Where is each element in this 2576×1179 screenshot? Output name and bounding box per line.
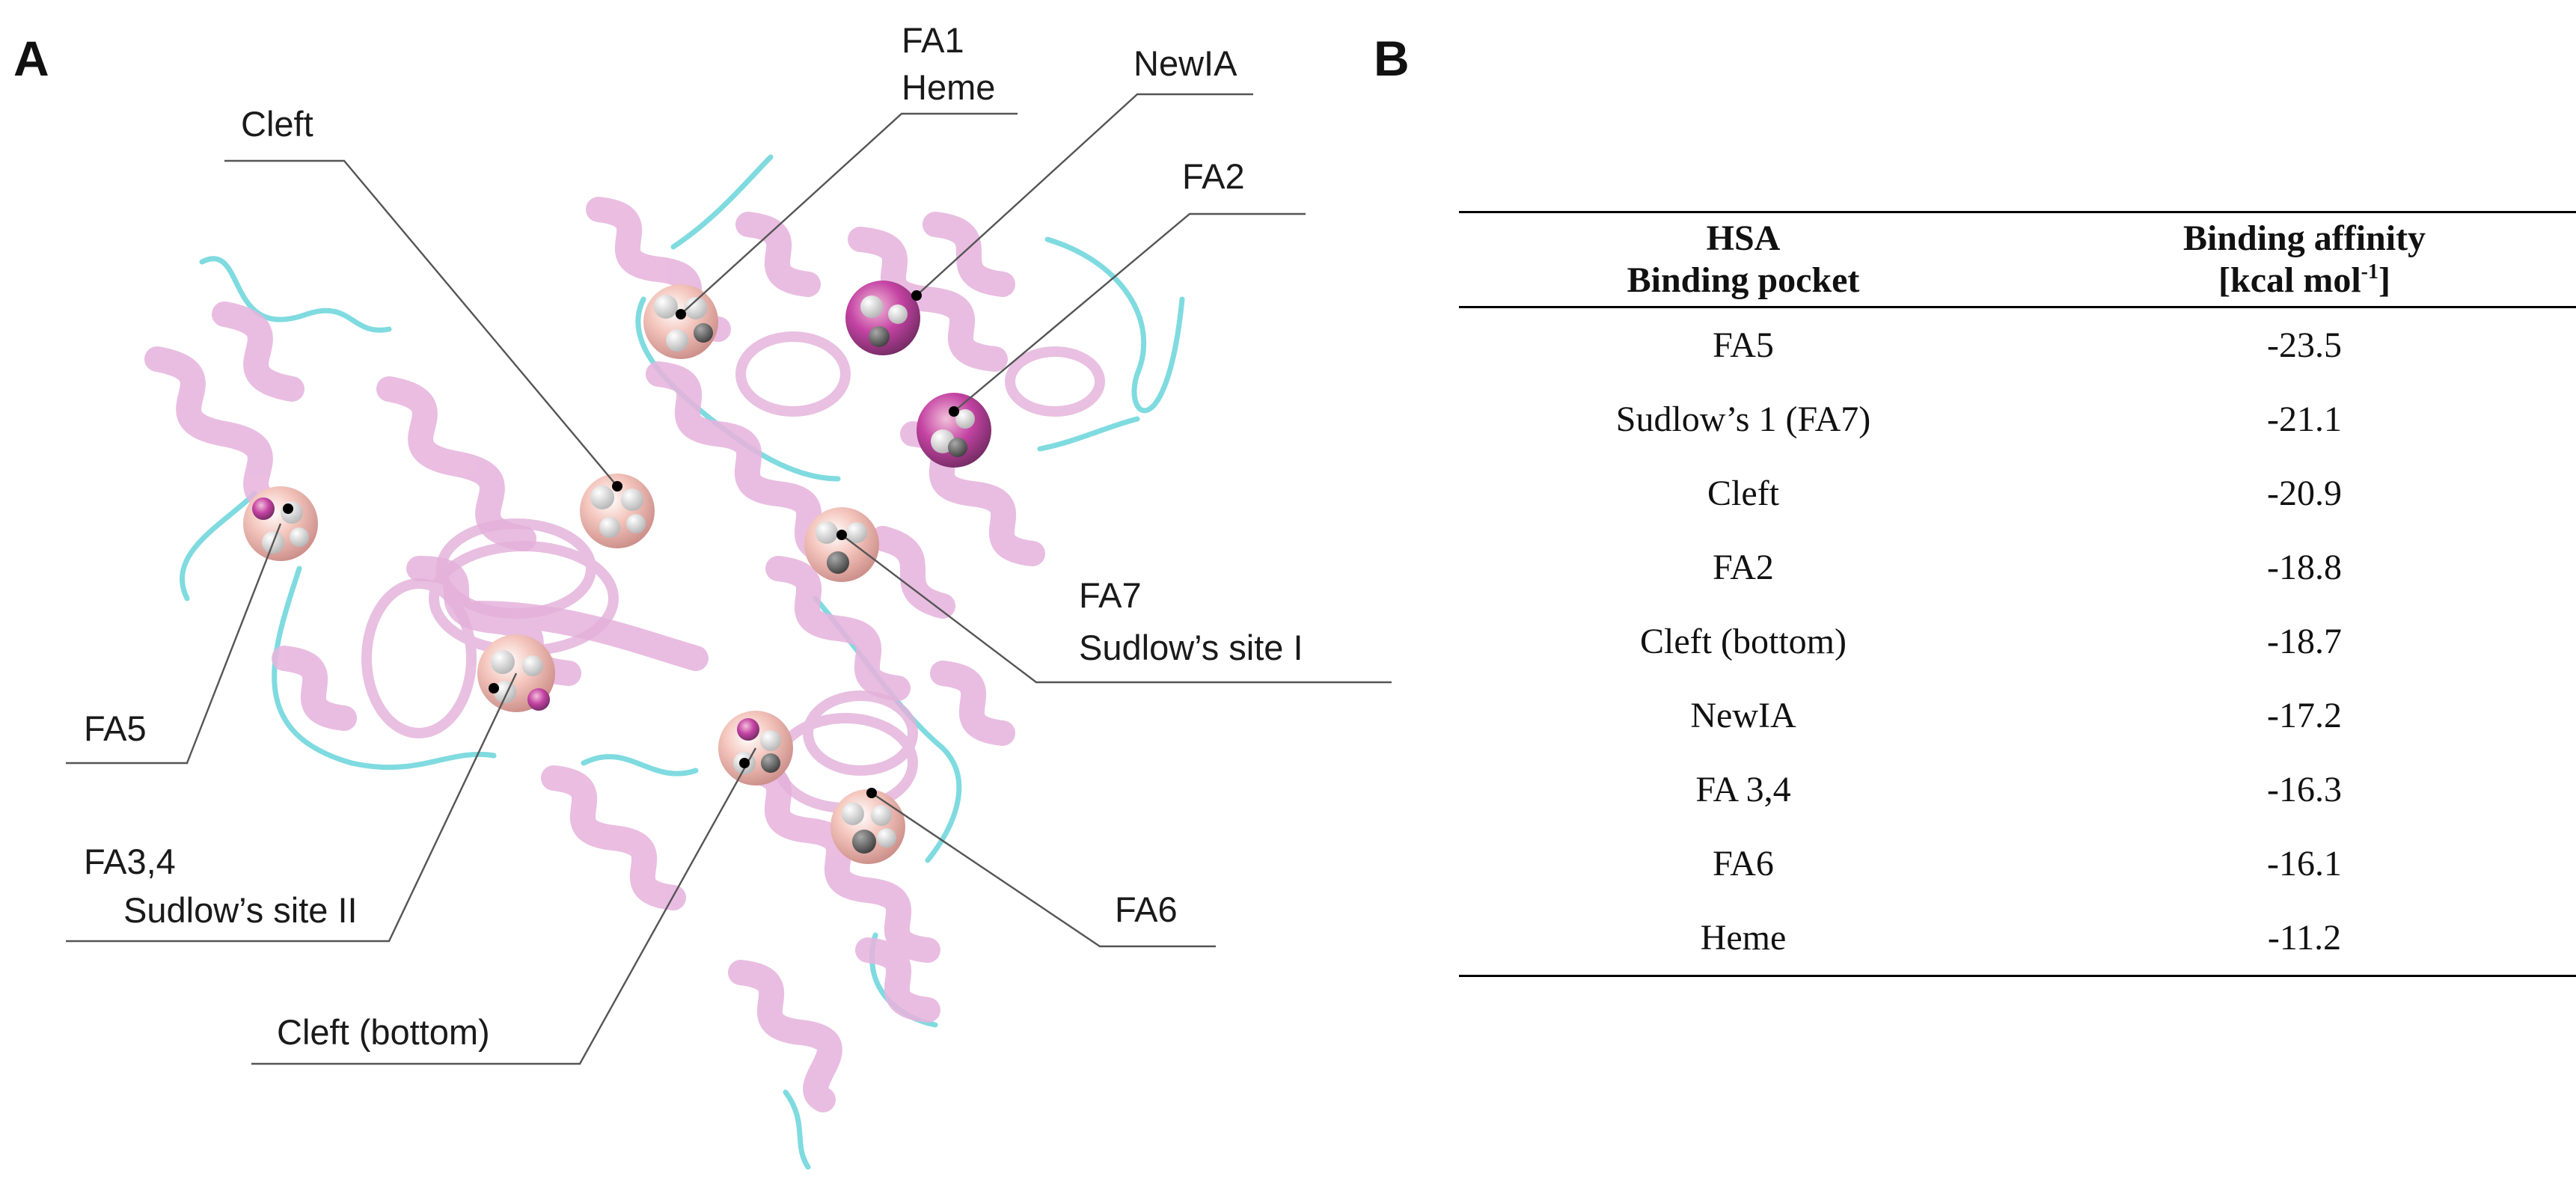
pocket-dot <box>949 406 959 417</box>
label-fa34: FA3,4 <box>84 842 176 881</box>
header-line: HSA <box>1706 218 1781 258</box>
label-heme: Heme <box>902 67 995 107</box>
pocket-dot <box>911 290 922 301</box>
pocket-fa2 <box>917 393 991 468</box>
table-row: FA5 -23.5 <box>1459 307 2576 383</box>
callout-labels: FA1 Heme NewIA Cleft FA2 FA5 FA7 Sudlow’… <box>84 20 1303 1052</box>
cell-binding-affinity: -11.2 <box>2028 901 2576 977</box>
leader-lines <box>66 93 1392 1065</box>
label-newia: NewIA <box>1133 43 1237 83</box>
cell-binding-pocket: Cleft (bottom) <box>1640 622 1847 661</box>
loop-ribbons <box>180 154 1185 1170</box>
cell-binding-affinity: -16.1 <box>2267 844 2342 884</box>
cell-binding-affinity: -18.8 <box>2267 548 2342 587</box>
binding-affinity-table-panel: HSA Binding pocket Binding affinity [kca… <box>1459 211 2576 977</box>
label-sudlow-site-ii: Sudlow’s site II <box>123 890 358 930</box>
header-line: Binding affinity <box>2182 218 2426 258</box>
cell-binding-pocket: FA6 <box>1713 844 1774 884</box>
pocket-dot <box>676 309 686 319</box>
panel-label-a: A <box>13 31 49 86</box>
label-fa7: FA7 <box>1079 575 1142 615</box>
label-cleft-bottom: Cleft (bottom) <box>277 1012 490 1052</box>
table-row: Sudlow’s 1 (FA7) -21.1 <box>1459 382 2576 456</box>
cell-binding-affinity: -17.2 <box>2267 696 2342 735</box>
cell-binding-affinity: -21.1 <box>2267 399 2342 439</box>
label-fa2: FA2 <box>1182 156 1245 196</box>
label-fa5: FA5 <box>84 708 147 748</box>
pocket-dot <box>489 683 499 693</box>
pocket-dot <box>836 530 847 540</box>
label-fa6: FA6 <box>1115 889 1178 929</box>
header-binding-affinity: Binding affinity [kcal mol-1] <box>2028 211 2576 308</box>
pocket-newia <box>845 281 920 355</box>
pocket-fa1-heme <box>643 284 718 359</box>
panel-label-b: B <box>1374 31 1410 86</box>
table-row: Cleft (bottom) -18.7 <box>1459 604 2576 679</box>
table-row: Cleft -20.9 <box>1459 456 2576 530</box>
header-binding-pocket: HSA Binding pocket <box>1459 211 2028 308</box>
table-row: FA6 -16.1 <box>1459 827 2576 901</box>
cell-binding-pocket: FA 3,4 <box>1695 770 1791 809</box>
header-line: Binding pocket <box>1627 260 1860 300</box>
cell-binding-pocket: FA2 <box>1713 548 1774 587</box>
pocket-dot <box>283 503 293 514</box>
pocket-dot <box>866 788 877 798</box>
pocket-dot <box>739 758 750 768</box>
pocket-cleft <box>580 474 655 548</box>
table-row: FA2 -18.8 <box>1459 530 2576 604</box>
table-header-row: HSA Binding pocket Binding affinity [kca… <box>1459 211 2576 308</box>
protein-structure-figure: FA1 Heme NewIA Cleft FA2 FA5 FA7 Sudlow’… <box>66 20 1392 1170</box>
cell-binding-pocket: Cleft <box>1707 474 1779 513</box>
pocket-fa6 <box>830 789 905 864</box>
binding-affinity-table: HSA Binding pocket Binding affinity [kca… <box>1459 211 2576 977</box>
header-unit: [kcal mol-1] <box>2218 260 2390 300</box>
cell-binding-affinity: -20.9 <box>2267 474 2342 513</box>
label-fa1: FA1 <box>902 20 964 60</box>
label-sudlow-site-i: Sudlow’s site I <box>1079 628 1303 667</box>
pocket-fa7-sudlow-i <box>804 507 879 582</box>
label-cleft: Cleft <box>241 104 313 144</box>
cell-binding-affinity: -18.7 <box>2267 622 2342 661</box>
cell-binding-pocket: FA5 <box>1713 325 1774 365</box>
cell-binding-pocket: NewIA <box>1690 696 1796 735</box>
table-row: Heme-11.2 <box>1459 901 2576 977</box>
helix-coils <box>361 331 1105 813</box>
cell-binding-affinity: -16.3 <box>2267 770 2342 809</box>
pocket-center-dots <box>283 290 959 798</box>
cell-binding-pocket: Heme <box>1459 901 2028 977</box>
pocket-dot <box>612 481 622 491</box>
cell-binding-affinity: -23.5 <box>2267 325 2342 365</box>
table-row: NewIA -17.2 <box>1459 679 2576 753</box>
table-row: FA 3,4 -16.3 <box>1459 753 2576 827</box>
cell-binding-pocket: Sudlow’s 1 (FA7) <box>1615 399 1871 439</box>
